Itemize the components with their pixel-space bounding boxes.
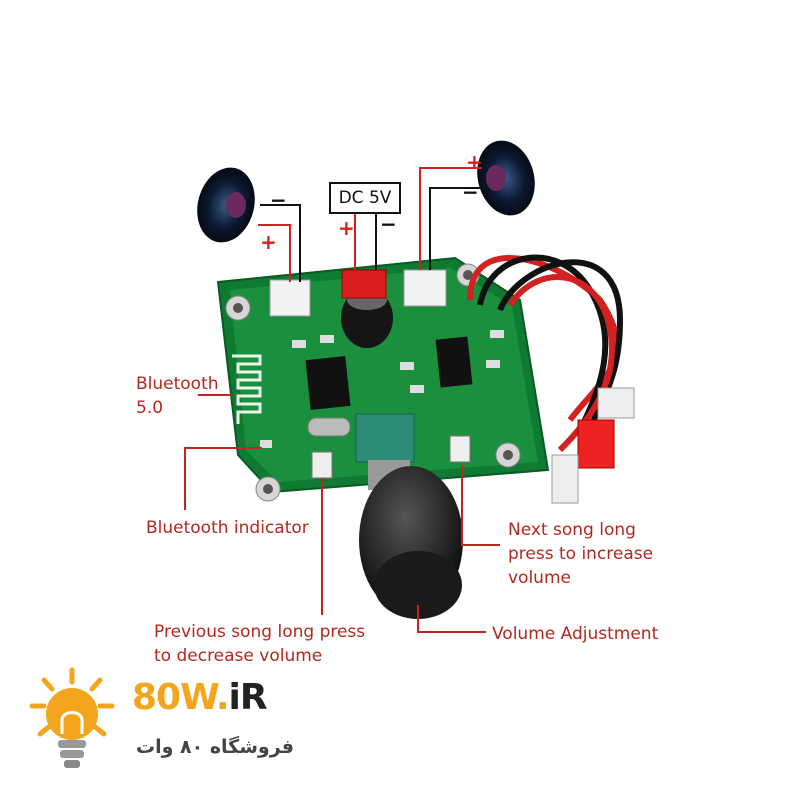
plus-mark: + — [338, 216, 355, 240]
speaker-icon — [197, 167, 255, 243]
minus-mark: − — [462, 180, 479, 204]
volume-adjustment-label: Volume Adjustment — [492, 624, 659, 644]
plus-mark: + — [466, 150, 483, 174]
next-song-label-line1: Next song long — [508, 520, 636, 540]
minus-mark: − — [270, 188, 287, 212]
next-song-label-line3: volume — [508, 568, 571, 588]
brand-logo-text: 80W.iR — [132, 677, 268, 718]
jst-connector — [577, 419, 615, 469]
jst-connector — [597, 387, 635, 419]
brand-logo-part2: iR — [228, 677, 268, 718]
speaker-icon — [477, 140, 535, 216]
jst-connector — [551, 454, 579, 504]
volume-knob — [359, 466, 463, 619]
lightbulb-logo-icon — [29, 667, 115, 768]
speaker-leads — [258, 167, 482, 282]
previous-song-label-line1: Previous song long press — [154, 622, 366, 642]
brand-logo-part1: 80W. — [132, 677, 230, 718]
previous-song-label-line2: to decrease volume — [154, 646, 323, 666]
pcb-board — [216, 256, 550, 502]
minus-mark: − — [380, 212, 397, 236]
annotation-lines — [184, 394, 500, 633]
next-song-label-line2: press to increase — [508, 544, 654, 564]
bluetooth-label: Bluetooth — [136, 374, 219, 394]
brand-tagline: فروشگاه ۸۰ وات — [135, 736, 294, 758]
bluetooth-indicator-label: Bluetooth indicator — [146, 518, 309, 538]
bluetooth-version-label: 5.0 — [136, 398, 164, 418]
dc-power-label: DC 5V — [329, 182, 401, 214]
plus-mark: + — [260, 230, 277, 254]
